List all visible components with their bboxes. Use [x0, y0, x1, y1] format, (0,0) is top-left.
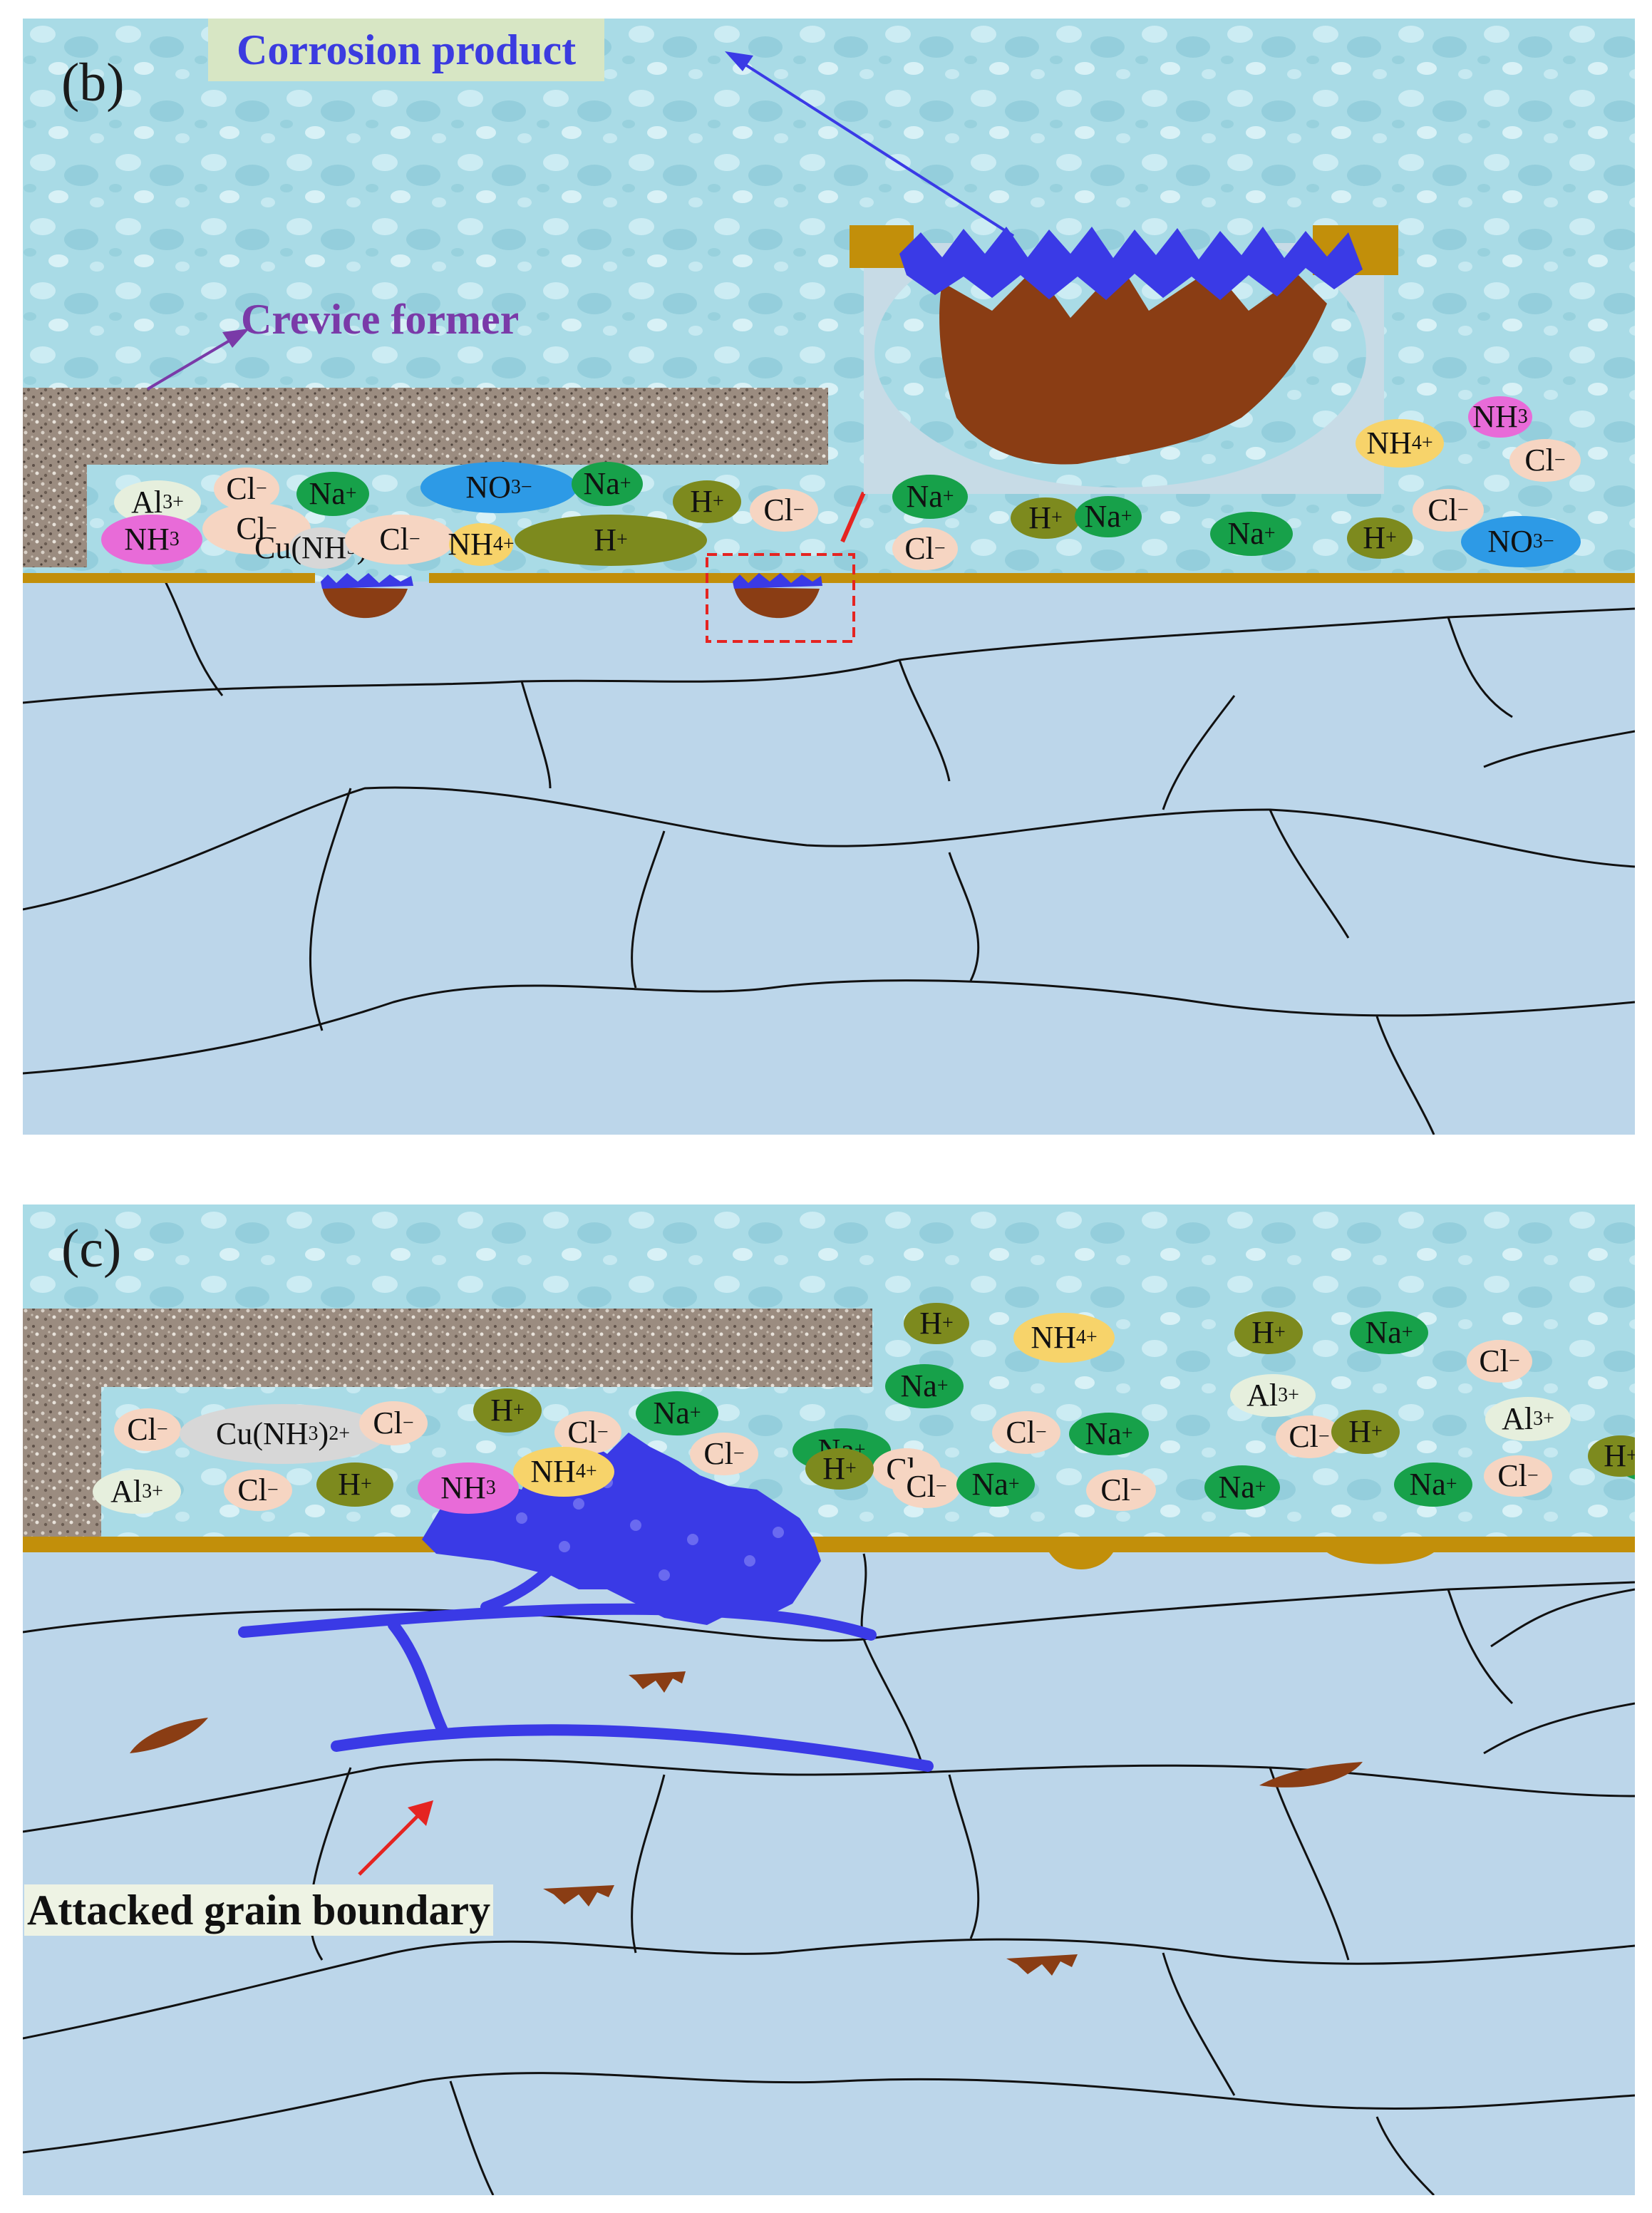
pit: [130, 1718, 208, 1753]
ion-cl: Cl−: [114, 1408, 181, 1451]
metal-substrate: [23, 1552, 1635, 2195]
crevice-former-arrow: [146, 329, 249, 391]
crevice-former-edge: [23, 465, 87, 567]
attacked-grain-boundary-label: Attacked grain boundary: [24, 1884, 494, 1936]
ion-cl: Cl−: [1086, 1470, 1156, 1511]
ion-na: Na+: [892, 475, 968, 519]
panel-label: (c): [61, 1219, 122, 1279]
ion-na: Na+: [572, 462, 643, 506]
pit: [733, 573, 822, 619]
corrosion-product-arrow: [725, 51, 1015, 237]
panel-c-scene: [23, 1204, 1635, 2195]
grain-boundaries: [23, 1553, 1635, 2195]
surface-film: [23, 573, 315, 583]
ion-na: Na+: [1394, 1463, 1472, 1507]
corrosion-product-label: Corrosion product: [208, 19, 605, 81]
ion-h: H+: [1347, 517, 1413, 559]
ion-na: Na+: [1075, 496, 1142, 537]
ion-h: H+: [805, 1448, 874, 1490]
pit: [629, 1671, 686, 1693]
ion-cl: Cl−: [1467, 1340, 1532, 1383]
magnify-connector: [840, 491, 866, 543]
attacked-grain-boundary-arrow: [358, 1800, 433, 1876]
crevice-former-edge: [23, 1387, 101, 1545]
ion-cl: Cl−: [1276, 1415, 1343, 1458]
ion-na: Na+: [1069, 1413, 1149, 1455]
surface-bump: [1327, 1552, 1434, 1564]
ion-h: H+: [473, 1388, 542, 1433]
ion-cl: Cl−: [992, 1411, 1060, 1454]
pit: [1259, 1762, 1363, 1788]
ion-cl: Cl−: [892, 1465, 961, 1508]
crevice-former-label: Crevice former: [241, 296, 520, 343]
pit: [321, 573, 413, 619]
ion-na: Na+: [1350, 1311, 1428, 1354]
pit: [543, 1885, 614, 1907]
ion-na: Na+: [636, 1391, 718, 1435]
ion-cl: Cl−: [1413, 489, 1484, 532]
ion-h: H+: [1588, 1435, 1635, 1477]
ion-cu: Cu(NH3)2+: [254, 527, 388, 569]
ion-na: Na+: [1204, 1465, 1280, 1510]
magnified-inset: [850, 217, 1398, 494]
crevice-former: [23, 1309, 872, 1387]
ion-cl: Cl−: [892, 527, 958, 570]
ion-cl: Cl−: [224, 1470, 292, 1511]
corrosion-product-cluster: [422, 1433, 821, 1625]
ion-cl: Cl−: [1484, 1455, 1552, 1497]
metal-substrate: [23, 582, 1635, 1135]
ion-h: H+: [1011, 497, 1080, 539]
surface-bump: [1049, 1552, 1113, 1569]
ion-na: Na+: [296, 472, 369, 516]
crevice-former: [23, 388, 828, 465]
pit: [1006, 1954, 1078, 1976]
ion-h: H+: [904, 1303, 969, 1344]
ion-h: H+: [515, 515, 707, 566]
ion-cl: Cl−: [359, 1401, 428, 1445]
ion-cl: Cl−: [750, 489, 818, 532]
ion-h: H+: [1234, 1311, 1303, 1354]
ion-cl: Cl−: [1509, 439, 1581, 482]
ion-na: Na+: [885, 1364, 964, 1408]
ion-cl: Cl−: [345, 515, 455, 564]
magnified-region-box: [706, 553, 855, 643]
ion-na: Na+: [956, 1463, 1035, 1507]
ion-h: H+: [673, 480, 741, 523]
panel-b-scene: [23, 19, 1635, 1135]
panel-label: (b): [61, 53, 125, 113]
grain-boundaries: [23, 581, 1635, 1135]
ion-h: H+: [1331, 1410, 1400, 1454]
ion-h: H+: [316, 1463, 393, 1507]
surface-film: [23, 1537, 1635, 1552]
surface-film: [429, 573, 1635, 583]
ion-na: Na+: [1210, 512, 1293, 556]
ion-cl: Cl−: [690, 1433, 758, 1475]
